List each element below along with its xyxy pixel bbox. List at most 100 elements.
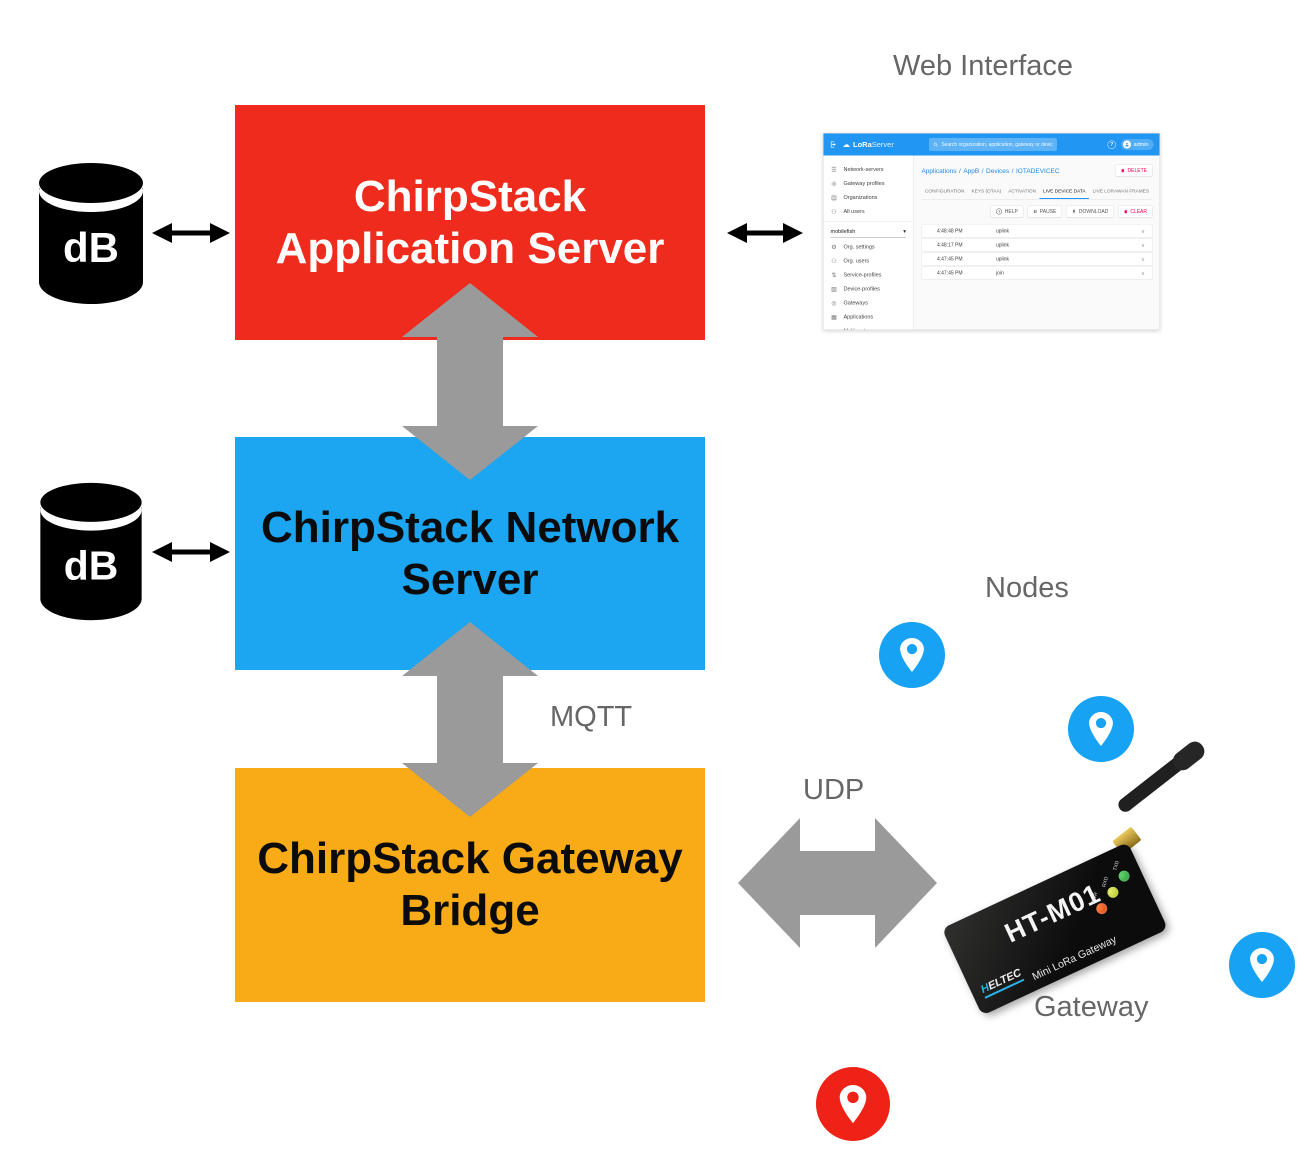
organization-select-value: mobilefish <box>830 228 856 235</box>
chevron-down-icon[interactable]: ∨ <box>1140 256 1145 263</box>
trash-icon <box>1121 168 1125 173</box>
device-model: HT-M01 <box>1000 878 1106 949</box>
webui-sidebar: ☰ Network-servers ◎ Gateway profiles ▤ O… <box>823 155 914 330</box>
chevron-down-icon[interactable]: ∨ <box>1140 228 1145 235</box>
chevron-down-icon[interactable]: ∨ <box>1140 242 1145 249</box>
breadcrumb-appb[interactable]: AppB <box>963 166 980 175</box>
chevron-down-icon: ▾ <box>903 228 906 235</box>
data-row[interactable]: 4:48:48 PM uplink ∨ <box>921 224 1153 238</box>
organizations-icon: ▤ <box>831 194 837 201</box>
multicast-groups-icon: ≋ <box>831 328 838 330</box>
search-icon <box>933 142 938 147</box>
tab-activation[interactable]: ACTIVATION <box>1008 188 1037 195</box>
sidebar-item-organizations[interactable]: ▤ Organizations <box>824 191 913 205</box>
clear-button[interactable]: CLEAR <box>1117 205 1153 218</box>
tab-keys-otaa[interactable]: KEYS (OTAA) <box>971 188 1002 195</box>
applications-icon: ▦ <box>831 313 837 321</box>
network-server-title: ChirpStack Network Server <box>260 502 680 604</box>
sidebar-item-all-users[interactable]: ⚇ All users <box>824 205 913 219</box>
breadcrumb-devices[interactable]: Devices <box>986 166 1010 175</box>
search-input[interactable] <box>941 141 1053 148</box>
database-cylinder-network: dB <box>40 482 142 621</box>
arrow-app-webui <box>727 223 803 243</box>
udp-label: UDP <box>803 774 865 806</box>
sidebar-divider <box>823 221 913 222</box>
sidebar-item-label: Network-servers <box>843 166 884 173</box>
chevron-down-icon[interactable]: ∨ <box>1140 270 1145 277</box>
sidebar-item-service-profiles[interactable]: ⇅ Service-profiles <box>824 268 913 282</box>
heltec-logo: HELTEC <box>979 966 1025 999</box>
web-interface-label: Web Interface <box>893 50 1074 82</box>
sidebar-item-label: All users <box>843 208 865 215</box>
delete-button[interactable]: DELETE <box>1115 164 1153 177</box>
logout-icon[interactable] <box>830 141 838 149</box>
help-circle-icon: ? <box>996 208 1003 215</box>
tab-bar: CONFIGURATION KEYS (OTAA) ACTIVATION LIV… <box>921 185 1153 200</box>
row-time: 4:48:17 PM <box>936 242 963 248</box>
tab-configuration[interactable]: CONFIGURATION <box>924 188 965 195</box>
sidebar-item-label: Gateways <box>843 300 868 306</box>
actions-row: ? HELP PAUSE <box>921 205 1153 218</box>
node-pin-2 <box>1068 696 1134 762</box>
logo-text-bold: LoRa <box>853 140 872 149</box>
gateways-icon: ◎ <box>831 299 837 307</box>
sidebar-item-label: Device-profiles <box>843 286 880 292</box>
led-label-txd: TXD <box>1112 860 1121 872</box>
sidebar-item-applications[interactable]: ▦ Applications <box>824 310 913 324</box>
application-server-title: ChirpStack Application Server <box>275 171 665 273</box>
row-type: uplink <box>995 256 1010 262</box>
row-type: join <box>995 270 1004 276</box>
org-users-icon: ⚇ <box>831 257 837 265</box>
tab-live-device-data[interactable]: LIVE DEVICE DATA <box>1039 185 1090 199</box>
user-menu[interactable]: admin <box>1121 139 1154 150</box>
gateway-bridge-title: ChirpStack Gateway Bridge <box>257 834 683 935</box>
help-icon[interactable]: ? <box>1107 140 1117 149</box>
arrow-bridge-gateway <box>738 818 937 948</box>
breadcrumb-separator: / <box>1011 166 1014 175</box>
row-type: uplink <box>995 228 1010 234</box>
nodes-label: Nodes <box>985 572 1069 604</box>
sidebar-item-gateways[interactable]: ◎ Gateways <box>824 296 913 310</box>
webui-main: Applications / AppB / Devices / IOTADEVI… <box>913 155 1160 330</box>
pause-button[interactable]: PAUSE <box>1027 205 1062 218</box>
data-row[interactable]: 4:47:45 PM uplink ∨ <box>921 252 1153 266</box>
organization-select[interactable]: mobilefish ▾ <box>830 225 906 238</box>
breadcrumb-separator: / <box>959 166 961 175</box>
search-box[interactable] <box>928 138 1057 151</box>
sidebar-item-multicast-groups[interactable]: ≋ Multicast-groups <box>824 324 913 330</box>
download-button[interactable]: DOWNLOAD <box>1065 205 1114 218</box>
rxd-led <box>1105 885 1121 900</box>
gateway-device: HELTEC HT-M01 Mini LoRa Gateway PWR RXD … <box>914 729 1302 1059</box>
txd-led <box>1116 868 1132 884</box>
sidebar-item-label: Applications <box>843 314 874 320</box>
trash-icon <box>1124 209 1127 214</box>
lora-server-logo: ☁ LoRaServer <box>843 140 894 149</box>
sidebar-item-device-profiles[interactable]: ▧ Device-profiles <box>824 282 913 296</box>
username: admin <box>1133 141 1149 148</box>
breadcrumb-applications[interactable]: Applications <box>921 166 957 175</box>
all-users-icon: ⚇ <box>831 208 837 215</box>
tab-live-lorawan-frames[interactable]: LIVE LORAWAN FRAMES <box>1092 188 1149 195</box>
help-button[interactable]: ? HELP <box>990 205 1024 218</box>
webui-topbar: ☁ LoRaServer ? adm <box>823 133 1160 156</box>
sidebar-item-gateway-profiles[interactable]: ◎ Gateway profiles <box>824 177 913 191</box>
sidebar-item-label: Multicast-groups <box>844 328 884 330</box>
antenna <box>1115 742 1204 815</box>
pause-icon <box>1033 210 1037 213</box>
sidebar-item-label: Gateway profiles <box>843 180 885 187</box>
data-row[interactable]: 4:48:17 PM uplink ∨ <box>921 238 1153 252</box>
service-profiles-icon: ⇅ <box>831 271 837 279</box>
avatar <box>1123 140 1132 149</box>
cloud-icon: ☁ <box>842 140 851 150</box>
logo-text-light: Server <box>871 140 894 149</box>
data-row[interactable]: 4:47:45 PM join ∨ <box>921 266 1153 280</box>
web-interface-screenshot: ☁ LoRaServer ? adm <box>823 133 1160 330</box>
gateway-device-body: HELTEC HT-M01 Mini LoRa Gateway PWR RXD … <box>941 841 1169 1016</box>
sidebar-item-network-servers[interactable]: ☰ Network-servers <box>824 163 913 177</box>
gateway-profiles-icon: ◎ <box>831 180 837 187</box>
arrow-db-network <box>152 542 230 562</box>
arrow-db-app <box>152 223 230 243</box>
sidebar-item-org-users[interactable]: ⚇ Org. users <box>824 254 913 268</box>
sidebar-item-org-settings[interactable]: ⚙ Org. settings <box>824 240 913 254</box>
